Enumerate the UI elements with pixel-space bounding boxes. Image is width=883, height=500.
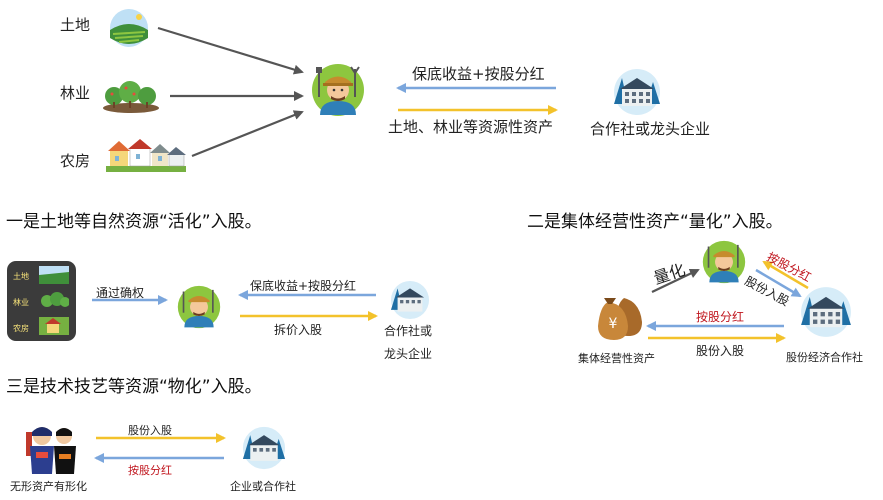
farmer-icon-small [177,285,221,329]
sec1b-bottom-label: 拆价入股 [274,323,323,337]
sec3-left-caption: 无形资产有形化 [10,480,87,493]
arrow-land-to-farmer [157,26,304,75]
farmland-icon [110,9,148,47]
money-bags-icon: ¥ [598,298,642,340]
sec2-left-caption: 集体经营性资产 [578,352,655,365]
sec2-arrow-top-label: 按股分红 [696,310,745,324]
sec1b-top-label: 保底收益+按股分红 [250,279,357,293]
input-label-forest: 林业 [60,84,91,102]
sec1b-partner-line2: 龙头企业 [384,347,433,361]
farmer-icon-section2 [702,240,746,284]
arrow-red-dividend [762,260,809,290]
card-label-forest: 林业 [13,298,29,307]
arrow-quantify [651,268,700,293]
card-label-land: 土地 [13,272,29,281]
enterprise-building-icon [242,426,286,470]
sec1-top-arrow-label: 保底收益+按股分红 [412,65,545,83]
cooperative-building-icon [614,69,660,115]
heading-section1: 一是土地等自然资源“活化”入股。 [6,212,262,232]
sec3-bottom-label: 按股分红 [128,464,172,477]
forest-icon [103,81,159,113]
cooperative-building-icon-small [390,280,430,320]
card-farmland-icon [39,266,69,284]
sec2-right-caption: 股份经济合作社 [786,351,863,364]
arrow-share-in [755,268,802,298]
asset-card: 土地 林业 农房 [7,261,76,341]
sec3-top-label: 股份入股 [128,424,172,437]
input-label-land: 土地 [60,16,91,34]
sec3-right-caption: 企业或合作社 [230,480,296,493]
card-forest-icon [41,292,69,307]
farmer-icon [312,64,364,116]
sec1-partner-label: 合作社或龙头企业 [590,120,711,138]
input-label-house: 农房 [60,152,91,170]
card-label-house: 农房 [13,324,29,333]
money-symbol: ¥ [609,316,618,332]
sec1-bottom-arrow-label: 土地、林业等资源性资产 [388,118,554,136]
sec1b-partner-line1: 合作社或 [384,324,433,338]
arrow-house-to-farmer [191,110,304,158]
craftswomen-icon [26,427,76,474]
heading-section2: 二是集体经营性资产“量化”入股。 [527,212,783,232]
joint-stock-coop-icon [801,287,851,337]
sec1b-arrow-label: 通过确权 [96,286,145,300]
sec2-arrow-bottom-label: 股份入股 [696,344,745,358]
heading-section3: 三是技术技艺等资源“物化”入股。 [6,377,262,397]
card-house-icon [39,317,69,335]
village-houses-icon [106,139,186,172]
